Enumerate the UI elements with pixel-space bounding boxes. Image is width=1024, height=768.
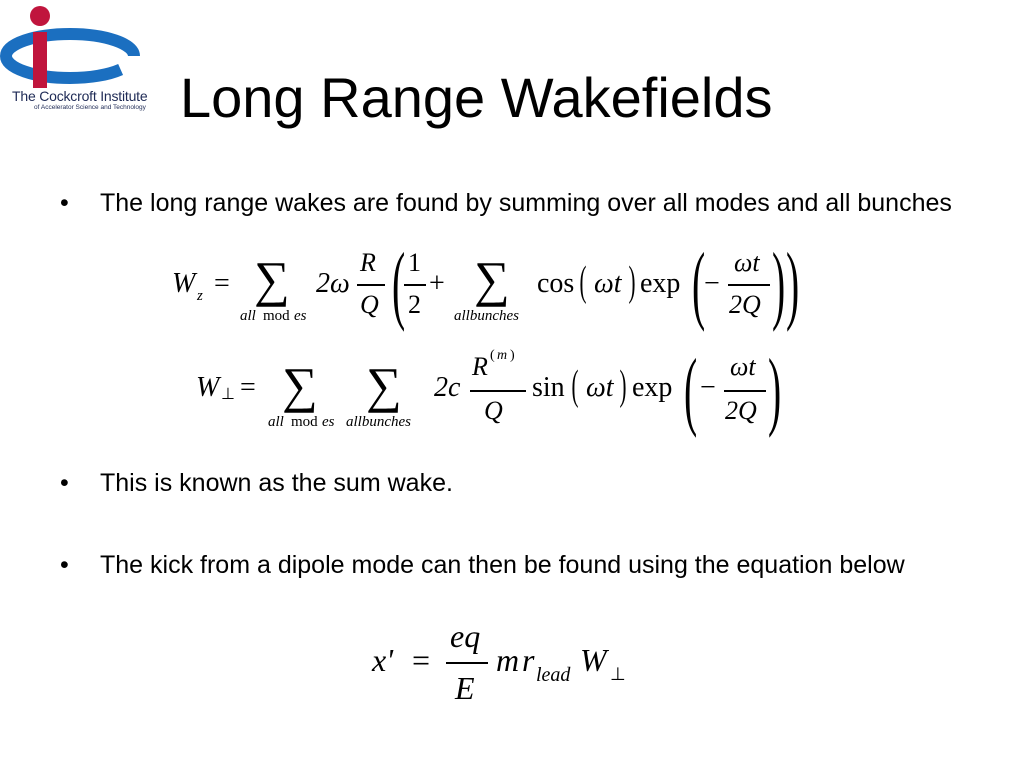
logo-graphic-icon: [0, 6, 140, 88]
eq1-plus: +: [429, 268, 445, 299]
eq1-frac-den: Q: [360, 290, 379, 319]
bullet-text: The long range wakes are found by summin…: [100, 189, 952, 217]
eq1-half-num: 1: [408, 248, 421, 277]
eq2-exp-line: [724, 390, 766, 392]
cockcroft-institute-logo: The Cockcroft Institute of Accelerator S…: [0, 0, 186, 120]
logo-institute-subtitle: of Accelerator Science and Technology: [34, 104, 146, 111]
eq3-w-sub: ⊥: [610, 664, 626, 684]
eq3-lhs: x': [372, 642, 394, 678]
eq1-exp-line: [728, 284, 770, 286]
eq1-equals: =: [214, 268, 230, 299]
eq1-sum1-sub-c: es: [294, 308, 307, 324]
eq1-coef: 2ω: [316, 268, 350, 299]
eq2-lhs: W: [196, 372, 220, 403]
eq1-frac-num: R: [360, 248, 376, 277]
eq2-sum1: ∑: [282, 357, 318, 413]
eq2-minus: −: [700, 372, 716, 403]
eq3-r: r: [522, 642, 535, 678]
eq2-exp: exp: [632, 372, 673, 403]
eq2-sin: sin: [532, 372, 565, 403]
slide-title: Long Range Wakefields: [180, 66, 773, 129]
eq3-frac-num: eq: [450, 618, 481, 654]
eq1-sum1: ∑: [254, 251, 290, 307]
eq1-frac-line: [357, 284, 385, 286]
eq1-sum1-sub-a: all: [240, 308, 256, 324]
eq1-minus: −: [704, 268, 720, 299]
eq1-half-den: 2: [408, 290, 421, 319]
eq3-m: m: [496, 642, 520, 678]
eq2-coef: 2c: [434, 372, 461, 403]
eq2-frac-den: Q: [484, 396, 503, 425]
bullet-text: The kick from a dipole mode can then be …: [100, 551, 905, 579]
eq2-exp-den: 2Q: [725, 396, 757, 425]
eq2-equals: =: [240, 372, 256, 403]
eq2-sum1-sub-c: es: [322, 414, 335, 430]
eq2-sum2-sub: allbunches: [346, 414, 411, 430]
eq1-lhs-sub: z: [197, 288, 203, 304]
eq3-w: W: [580, 642, 607, 678]
eq2-frac-num-sup: m: [497, 348, 508, 363]
eq2-lhs-sub: ⊥: [221, 386, 235, 403]
bullet-text: This is known as the sum wake.: [100, 469, 453, 497]
eq1-exp: exp: [640, 268, 681, 299]
eq2-exp-num: ωt: [730, 352, 756, 381]
eq3-equals: =: [412, 642, 431, 678]
logo-institute-name: The Cockcroft Institute: [12, 88, 148, 104]
eq1-exp-num: ωt: [734, 248, 760, 277]
eq3-r-sub: lead: [536, 664, 571, 686]
eq1-lhs: W: [172, 268, 196, 299]
eq2-sin-arg: ωt: [586, 372, 614, 403]
bullet-marker: •: [60, 469, 69, 497]
eq2-sum1-sub-b: mod: [291, 414, 318, 430]
eq2-sum2: ∑: [366, 357, 402, 413]
eq1-half-line: [404, 284, 426, 286]
eq1-sum1-sub-b: mod: [263, 308, 290, 324]
eq1-cos-arg: ωt: [594, 268, 622, 299]
eq3-frac-line: [446, 662, 488, 664]
eq1-exp-den: 2Q: [729, 290, 761, 319]
bullet-marker: •: [60, 189, 69, 217]
eq1-sum2-sub: allbunches: [454, 308, 519, 324]
bullet-marker: •: [60, 551, 69, 579]
eq3-frac-den: E: [455, 670, 475, 706]
eq2-frac-line: [470, 390, 526, 392]
eq2-frac-num: R: [472, 352, 488, 381]
eq2-sum1-sub-a: all: [268, 414, 284, 430]
eq1-sum2: ∑: [474, 251, 510, 307]
eq1-cos: cos: [537, 268, 575, 299]
